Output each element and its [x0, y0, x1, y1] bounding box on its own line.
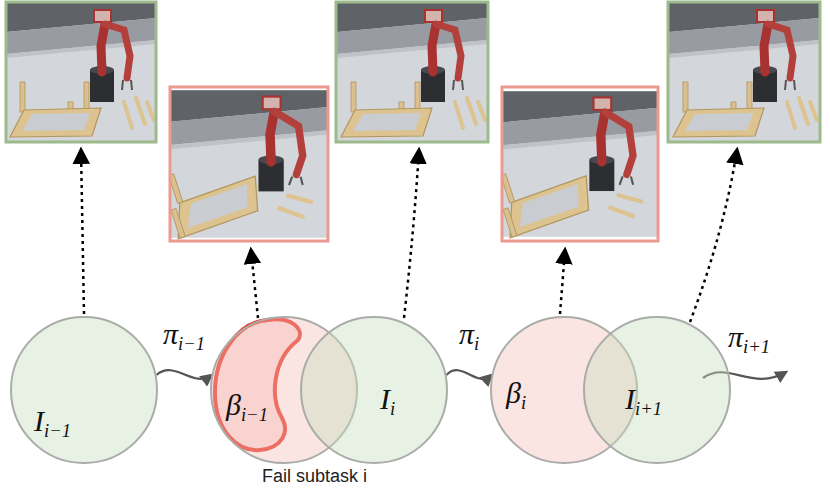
state-symbol: Ii−1: [34, 406, 71, 440]
scene-shape: [491, 91, 658, 238]
scene-shape: [404, 150, 419, 318]
scene-shape: [560, 250, 565, 314]
state-circle: Ii: [300, 316, 448, 464]
screenshot-frames: [6, 2, 820, 241]
scene-shape: [159, 90, 328, 239]
scene-shape: [6, 2, 156, 142]
scene-shape: [6, 2, 156, 142]
scene-shape: [668, 2, 820, 142]
scene-shape: [251, 250, 258, 318]
scene-shape: [336, 2, 488, 142]
scene-shape: [669, 2, 819, 142]
scene-shape: [170, 87, 328, 241]
state-circle: Ii−1: [10, 316, 158, 464]
policy-label: πi−1: [163, 319, 205, 353]
scene-shape: [81, 150, 84, 314]
annotation-text: Fail subtask i: [262, 467, 367, 487]
state-symbol: Ii: [380, 384, 395, 418]
state-symbol: Ii+1: [625, 384, 662, 418]
state-symbol: βi−1: [226, 390, 268, 424]
dotted-leaders: [81, 150, 737, 322]
scene-shape: [690, 150, 737, 322]
policy-label: πi: [459, 319, 479, 353]
scene-shape: [502, 87, 658, 241]
policy-label: πi+1: [728, 322, 770, 356]
policy-arrow: [156, 370, 211, 379]
policy-arrow: [446, 370, 491, 379]
state-circle: Ii+1: [583, 316, 731, 464]
state-symbol: βi: [506, 378, 526, 412]
scene-shape: [337, 2, 487, 142]
